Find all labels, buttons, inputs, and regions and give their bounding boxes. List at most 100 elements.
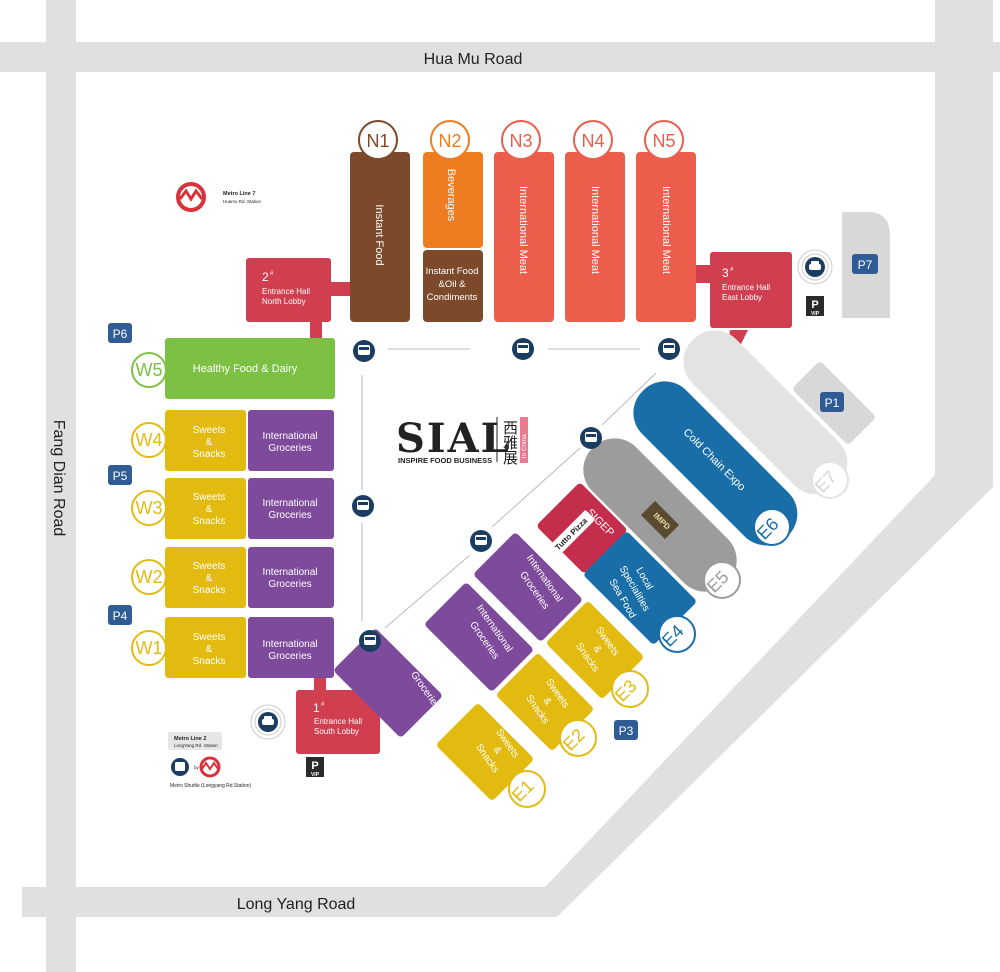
hall-w2-number: W2 [136, 567, 163, 587]
bus-icon[interactable] [352, 495, 374, 517]
metro-bottom-line: Metro Line 2 [174, 736, 206, 742]
hall-w2-left3: Snacks [193, 585, 226, 596]
hall-n2[interactable]: N2 Beverages Instant Food &Oil & Condime… [423, 120, 483, 322]
hall-w3-left3: Snacks [193, 516, 226, 527]
hall-n2-number: N2 [438, 131, 461, 151]
entrance-3-num: 3 [722, 266, 729, 280]
bus-icon[interactable] [512, 338, 534, 360]
walkway-e1 [384, 554, 471, 629]
hall-w1-number: W1 [136, 638, 163, 658]
walkways [361, 348, 657, 629]
logo-badge: in China [521, 434, 528, 458]
hall-n3-label: International Meat [517, 186, 529, 274]
parking-p7-lot[interactable]: P7 [842, 212, 890, 318]
hall-w4-right2: Groceries [268, 443, 311, 454]
hall-n2-label-top: Beverages [445, 169, 457, 222]
parking-p3-label: P3 [619, 724, 634, 738]
impd-logo [640, 500, 680, 540]
entrance-1-line2: South Lobby [314, 727, 359, 736]
hall-n4-number: N4 [581, 131, 604, 151]
vip-east-label: VIP [811, 311, 820, 317]
entrance-3-sup: # [730, 267, 734, 273]
vip-south-p: P [311, 760, 318, 772]
bus-icon[interactable] [353, 340, 375, 362]
entrance-2[interactable]: 2 # Entrance Hall North Lobby [246, 258, 350, 340]
hall-n3-number: N3 [509, 131, 532, 151]
parking-p4-label: P4 [113, 609, 128, 623]
hall-w3-number: W3 [136, 498, 163, 518]
hall-w4-left2: & [206, 437, 213, 448]
hall-n1[interactable]: N1 Instant Food [350, 120, 410, 322]
bus-icon[interactable] [658, 338, 680, 360]
hall-w2-left1: Sweets [193, 561, 226, 572]
bus-icon[interactable] [580, 427, 602, 449]
logo-chinese-3: 展 [503, 449, 518, 467]
logo-chinese-2: 雅 [503, 434, 518, 452]
east-diagonal-road [22, 0, 993, 917]
parking-p1-label: P1 [825, 396, 840, 410]
parking-p4[interactable]: P4 [108, 605, 132, 625]
hall-w1-left1: Sweets [193, 632, 226, 643]
hall-w3-right2: Groceries [268, 510, 311, 521]
hall-w4-right1: International [262, 431, 317, 442]
parking-p5-label: P5 [113, 469, 128, 483]
hall-e7[interactable]: E7 [671, 318, 860, 507]
parking-p5[interactable]: P5 [108, 465, 132, 485]
logo-name: SIAL [396, 415, 511, 462]
parking-p6[interactable]: P6 [108, 323, 132, 343]
vip-parking-south[interactable]: P VIP [306, 757, 324, 778]
sial-logo: SIAL 西 雅 展 in China INSPIRE FOOD BUSINES… [396, 415, 528, 467]
hall-e5[interactable]: E5 IMPD [571, 426, 749, 604]
metro-bottom-station: LongYang Rd. Station [174, 743, 218, 748]
entrance-2-line1: Entrance Hall [262, 287, 310, 296]
vip-east-p: P [811, 299, 818, 311]
hall-w5-label: Healthy Food & Dairy [193, 363, 298, 375]
bus-icon[interactable] [470, 530, 492, 552]
hall-n3[interactable]: N3 International Meat [494, 120, 554, 322]
hall-w2-left2: & [206, 573, 213, 584]
hall-w1[interactable]: W1 Sweets & Snacks International Groceri… [131, 617, 334, 678]
hall-n5-label: International Meat [660, 186, 672, 274]
entrance-1-line1: Entrance Hall [314, 717, 362, 726]
entrance-2-sup: # [270, 271, 274, 277]
parking-p7-label: P7 [858, 258, 873, 272]
hall-e1[interactable]: E1 International Groceries Sweets & Snac… [333, 628, 546, 808]
taxi-icon[interactable] [250, 704, 286, 740]
fang-dian-road [46, 0, 76, 972]
hall-e4[interactable]: E4 SIGEP Tutto Pizza Local Specialities … [536, 482, 697, 653]
parking-badges: P6 P5 P4 P3 P VIP P VIP [108, 296, 824, 778]
hall-w3-left1: Sweets [193, 492, 226, 503]
bus-stops [352, 338, 680, 652]
metro-line2[interactable]: Metro Line 2 LongYang Rd. Station by Met… [168, 732, 251, 789]
hall-n1-number: N1 [366, 131, 389, 151]
hua-mu-road [0, 42, 1000, 72]
metro-line7[interactable]: Metro Line 7 Huamu Rd. Station [176, 182, 262, 212]
hall-w4-left1: Sweets [193, 425, 226, 436]
hall-w3-left2: & [206, 504, 213, 515]
hall-n2-label-b2: &Oil & [439, 279, 467, 290]
walkway-e3 [601, 372, 657, 426]
hall-n5[interactable]: N5 International Meat [636, 120, 696, 322]
bus-icon[interactable] [359, 630, 381, 652]
hall-w2[interactable]: W2 Sweets & Snacks International Groceri… [131, 547, 334, 608]
hall-w5[interactable]: W5 Healthy Food & Dairy [131, 338, 335, 399]
logo-tagline: INSPIRE FOOD BUSINESS [398, 456, 492, 465]
hall-e2[interactable]: E2 International Groceries Sweets & Snac… [424, 582, 597, 757]
taxi-icon[interactable] [797, 249, 833, 285]
hall-w4-left3: Snacks [193, 449, 226, 460]
hall-w1-left2: & [206, 644, 213, 655]
vip-parking-east[interactable]: P VIP [806, 296, 824, 317]
road-label-north: Hua Mu Road [424, 51, 523, 68]
entrance-1[interactable]: 1 # Entrance Hall South Lobby [296, 678, 380, 754]
hall-w2-right2: Groceries [268, 579, 311, 590]
hall-w4[interactable]: W4 Sweets & Snacks International Groceri… [131, 410, 334, 471]
parking-p1-lot[interactable]: P1 [792, 361, 877, 446]
parking-p3[interactable]: P3 [614, 720, 638, 740]
hall-n5-number: N5 [652, 131, 675, 151]
metro-shuttle: Metro Shuttle (Longyang Rd.Station) [170, 783, 251, 789]
hall-w3[interactable]: W3 Sweets & Snacks International Groceri… [131, 478, 334, 539]
hall-e3[interactable]: E3 International Groceries Sweets & Snac… [473, 532, 649, 708]
hall-n4[interactable]: N4 International Meat [565, 120, 625, 322]
